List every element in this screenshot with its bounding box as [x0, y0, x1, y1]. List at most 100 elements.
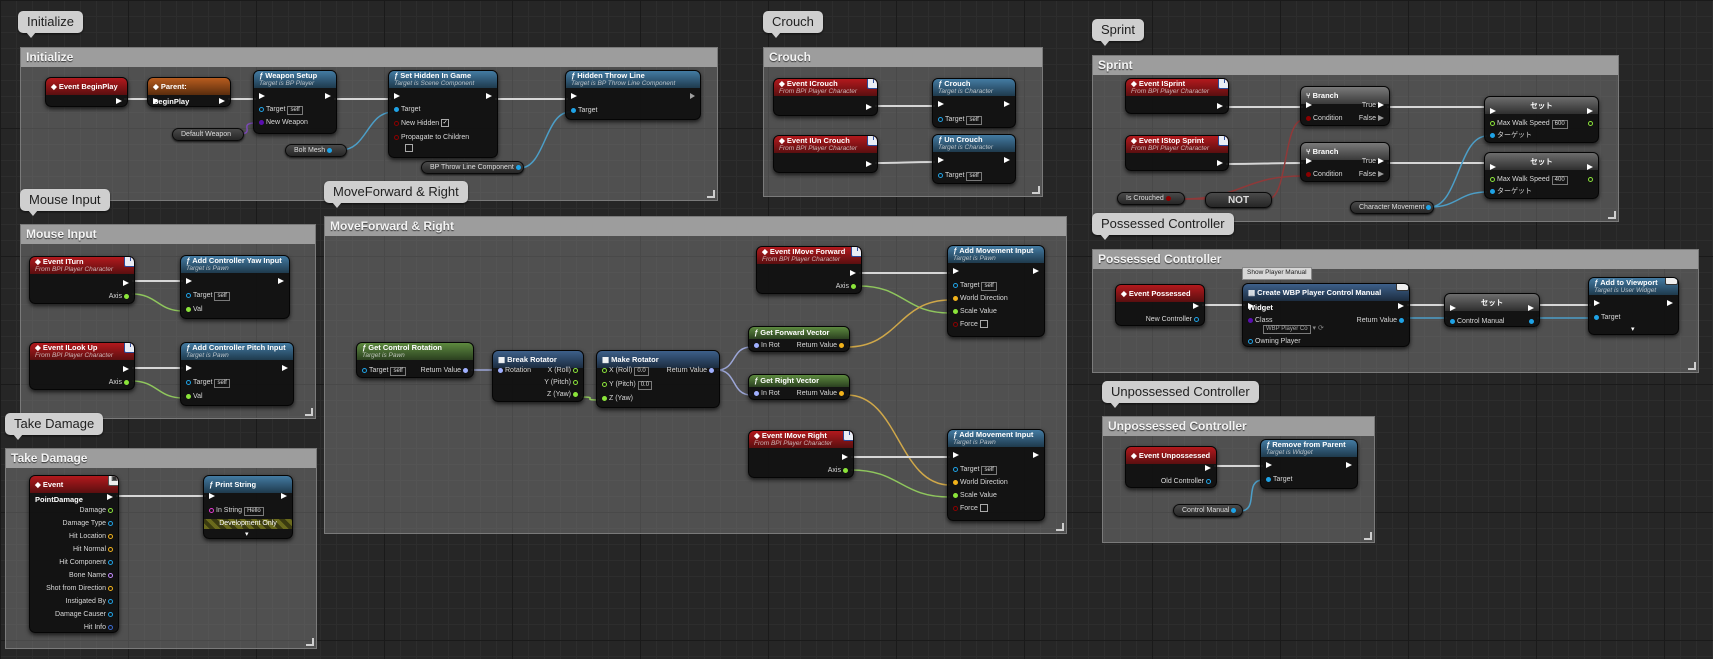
- exec-out-pin[interactable]: [1191, 302, 1201, 311]
- hit-normal-pin[interactable]: Hit Normal: [73, 545, 115, 554]
- exec-out-pin[interactable]: [1585, 163, 1595, 172]
- comment-title-possessed[interactable]: Possessed Controller: [1093, 250, 1698, 269]
- node-branch-2[interactable]: ⑂ Branch True Condition False: [1300, 142, 1390, 182]
- exec-out-pin[interactable]: [276, 277, 286, 286]
- hit-info-pin[interactable]: Hit Info: [84, 623, 115, 632]
- resize-grip-icon[interactable]: [1032, 186, 1040, 194]
- wire-rotator[interactable]: [716, 369, 752, 396]
- scale-value-pin[interactable]: Scale Value: [951, 491, 997, 500]
- variable-default-weapon[interactable]: Default Weapon: [172, 128, 244, 141]
- node-event-beginplay[interactable]: ◆ Event BeginPlay: [45, 77, 128, 107]
- new-hidden-checkbox[interactable]: ✓: [441, 119, 450, 128]
- wire-bool[interactable]: [1181, 175, 1304, 200]
- val-pin[interactable]: Val: [184, 392, 203, 401]
- exec-out-pin[interactable]: [1203, 464, 1213, 473]
- bone-name-pin[interactable]: Bone Name: [69, 571, 115, 580]
- exec-in-pin[interactable]: [1246, 302, 1256, 311]
- control-manual-pin[interactable]: Control Manual: [1448, 317, 1504, 326]
- output-pin[interactable]: [1586, 175, 1595, 184]
- exec-out-pin[interactable]: [114, 97, 124, 106]
- comment-bubble-sprint[interactable]: Sprint: [1092, 19, 1144, 46]
- exec-out-pin[interactable]: [1665, 299, 1675, 308]
- exec-out-pin[interactable]: [848, 269, 858, 278]
- target-pin[interactable]: Target: [392, 105, 420, 114]
- variable-is-crouched[interactable]: Is Crouched: [1117, 192, 1185, 205]
- true-pin[interactable]: True: [1362, 157, 1386, 166]
- class-pin[interactable]: Class: [1246, 316, 1273, 325]
- variable-character-movement[interactable]: Character Movement: [1350, 201, 1434, 214]
- exec-out-pin[interactable]: [105, 493, 115, 502]
- exec-out-pin[interactable]: [1031, 267, 1041, 276]
- speed-field[interactable]: 400: [1551, 176, 1568, 185]
- node-branch-1[interactable]: ⑂ Branch True Condition False: [1300, 86, 1390, 126]
- not-boolean-node[interactable]: NOT: [1205, 192, 1272, 208]
- axis-pin[interactable]: Axis: [828, 466, 850, 475]
- exec-in-pin[interactable]: [1264, 461, 1274, 470]
- exec-out-pin[interactable]: [217, 97, 227, 106]
- comment-bubble-mouse-input[interactable]: Mouse Input: [20, 189, 110, 216]
- node-get-forward-vector[interactable]: ƒ Get Forward Vector In Rot Return Value: [748, 326, 850, 352]
- exec-in-pin[interactable]: [1592, 299, 1602, 308]
- exec-out-pin[interactable]: [484, 92, 494, 101]
- return-value-pin[interactable]: Return Value: [1357, 316, 1406, 325]
- wire-object[interactable]: [340, 111, 394, 151]
- exec-out-pin[interactable]: [864, 160, 874, 169]
- scale-value-pin[interactable]: Scale Value: [951, 307, 997, 316]
- true-pin[interactable]: True: [1362, 101, 1386, 110]
- wire-rotator[interactable]: [716, 346, 752, 371]
- shot-direction-pin[interactable]: Shot from Direction: [46, 584, 115, 593]
- comment-bubble-initialize[interactable]: Initialize: [18, 11, 83, 38]
- resize-grip-icon[interactable]: [306, 638, 314, 646]
- wire-float[interactable]: [850, 469, 951, 498]
- hit-location-pin[interactable]: Hit Location: [69, 532, 115, 541]
- propagate-checkbox[interactable]: [403, 144, 413, 153]
- resize-grip-icon[interactable]: [707, 190, 715, 198]
- world-direction-pin[interactable]: World Direction: [951, 294, 1008, 303]
- resize-grip-icon[interactable]: [1688, 362, 1696, 370]
- exec-out-pin[interactable]: [323, 92, 333, 101]
- exec-out-pin[interactable]: [1215, 102, 1225, 111]
- class-dropdown[interactable]: WBP Player Co ▾ ⟳: [1261, 324, 1324, 334]
- output-pin[interactable]: [1527, 317, 1536, 326]
- comment-title-mouse-input[interactable]: Mouse Input: [21, 225, 315, 244]
- wire-vector[interactable]: [846, 394, 951, 486]
- node-make-rotator[interactable]: ▦ Make Rotator X (Roll)0.0 Y (Pitch)0.0 …: [596, 350, 720, 408]
- new-weapon-pin[interactable]: New Weapon: [257, 118, 308, 127]
- axis-pin[interactable]: Axis: [109, 292, 131, 301]
- expand-chevron-icon[interactable]: ▾: [245, 531, 249, 538]
- wire-float[interactable]: [858, 285, 951, 314]
- wire-vector[interactable]: [846, 299, 951, 348]
- variable-bp-throw-line[interactable]: BP Throw Line Component: [421, 161, 524, 174]
- world-direction-pin[interactable]: World Direction: [951, 478, 1008, 487]
- node-create-widget[interactable]: ▤ Create WBP Player Control Manual Widge…: [1242, 283, 1410, 347]
- node-event-unpossessed[interactable]: ◆ Event Unpossessed Old Controller: [1125, 446, 1217, 488]
- wire-object[interactable]: [519, 111, 571, 169]
- in-rot-pin[interactable]: In Rot: [752, 341, 780, 350]
- wire-exec[interactable]: [874, 161, 936, 164]
- exec-in-pin[interactable]: [207, 492, 217, 501]
- old-controller-pin[interactable]: Old Controller: [1161, 477, 1213, 486]
- exec-in-pin[interactable]: [1304, 157, 1314, 166]
- node-break-rotator[interactable]: ▦ Break Rotator Rotation X (Roll) Y (Pit…: [492, 350, 584, 402]
- target-pin[interactable]: Target: [569, 106, 597, 115]
- return-value-pin[interactable]: Return Value: [421, 366, 470, 375]
- resize-grip-icon[interactable]: [1364, 532, 1372, 540]
- comment-bubble-possessed[interactable]: Possessed Controller: [1092, 213, 1234, 240]
- target-pin[interactable]: ターゲット: [1488, 187, 1532, 196]
- x-roll-out-pin[interactable]: X (Roll): [548, 366, 580, 375]
